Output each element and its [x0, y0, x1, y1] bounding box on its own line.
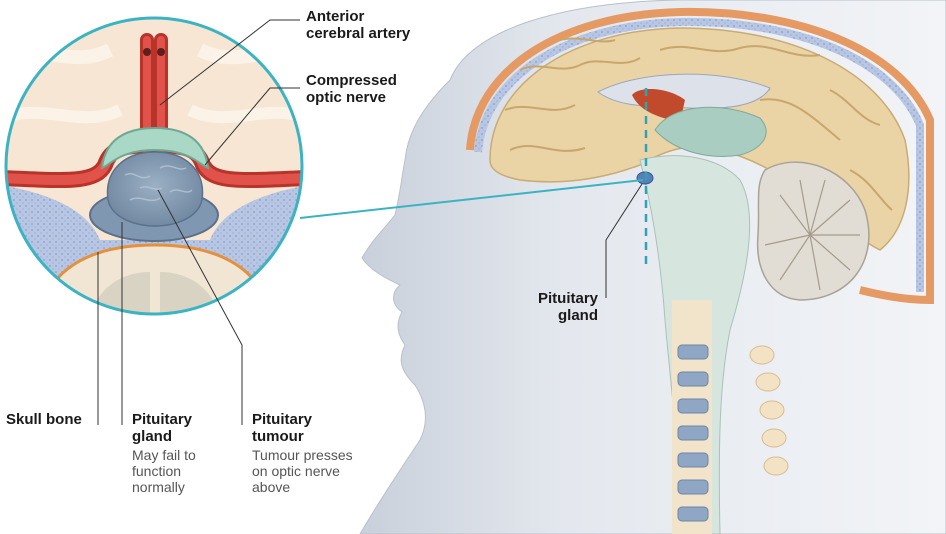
desc-text: Tumour presses	[252, 447, 353, 463]
label-text: optic nerve	[306, 89, 397, 106]
label-pituitary-tumour: Pituitary tumour	[252, 411, 312, 445]
label-text: cerebral artery	[306, 25, 410, 42]
label-compressed-optic-nerve: Compressed optic nerve	[306, 72, 397, 106]
label-text: Pituitary	[500, 290, 598, 307]
label-text: Pituitary	[252, 411, 312, 428]
label-anterior-cerebral-artery: Anterior cerebral artery	[306, 8, 410, 42]
desc-text: above	[252, 479, 353, 495]
label-pituitary-gland-head: Pituitary gland	[500, 290, 598, 324]
desc-pituitary-gland: May fail to function normally	[132, 447, 196, 495]
label-text: Pituitary	[132, 411, 192, 428]
label-text: tumour	[252, 428, 312, 445]
label-text: Compressed	[306, 72, 397, 89]
desc-pituitary-tumour: Tumour presses on optic nerve above	[252, 447, 353, 495]
desc-text: on optic nerve	[252, 463, 353, 479]
label-text: Skull bone	[6, 411, 82, 428]
label-skull-bone: Skull bone	[6, 411, 82, 428]
label-text: gland	[500, 307, 598, 324]
label-text: Anterior	[306, 8, 410, 25]
label-text: gland	[132, 428, 192, 445]
head-illustration	[360, 0, 946, 534]
inset-magnified-view	[0, 0, 310, 320]
desc-text: normally	[132, 479, 196, 495]
label-pituitary-gland-inset: Pituitary gland	[132, 411, 192, 445]
desc-text: May fail to	[132, 447, 196, 463]
desc-text: function	[132, 463, 196, 479]
